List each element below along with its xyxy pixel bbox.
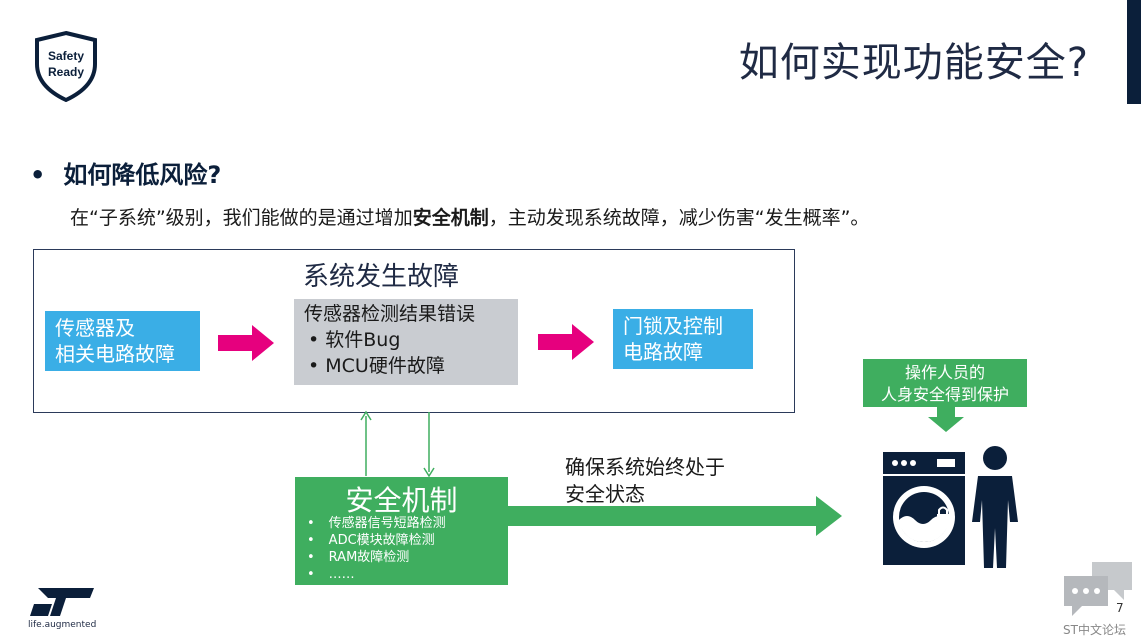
door-lock-fault-box: 门锁及控制 电路故障: [613, 309, 753, 369]
big-arrow-right-icon: [508, 496, 842, 536]
brand-tagline: life.augmented: [28, 620, 97, 630]
washing-machine-icon: [883, 452, 965, 565]
operator-safety-box: 操作人员的 人身安全得到保护: [863, 359, 1027, 407]
safety-mechanism-box: 安全机制 传感器信号短路检测 ADC模块故障检测 RAM故障检测 ……: [295, 477, 508, 585]
result-item: • MCU硬件故障: [308, 355, 445, 377]
door-box-line1: 门锁及控制: [623, 314, 723, 338]
accent-bar: [1127, 0, 1141, 104]
arrow-down-icon: [928, 407, 964, 432]
explanation-bold: 安全机制: [412, 207, 489, 229]
result-item: • 软件Bug: [308, 329, 401, 351]
sensor-result-error-box: 传感器检测结果错误 • 软件Bug • MCU硬件故障: [294, 299, 518, 385]
sensor-box-line1: 传感器及: [55, 316, 135, 340]
connector-arrows: [360, 410, 435, 478]
st-logo: [30, 588, 94, 616]
protect-line2: 人身安全得到保护: [880, 385, 1009, 404]
sensor-box-line2: 相关电路故障: [55, 342, 175, 366]
bullet-heading-text: 如何降低风险?: [63, 161, 222, 189]
arrow-right-icon: [218, 325, 274, 361]
explanation-line: 在“子系统”级别，我们能做的是通过增加安全机制，主动发现系统故障，减少伤害“发生…: [70, 203, 869, 230]
safety-mechanism-list: 传感器信号短路检测 ADC模块故障检测 RAM故障检测 ……: [307, 515, 446, 583]
door-box-line2: 电路故障: [623, 340, 703, 364]
safe-state-line1: 确保系统始终处于: [565, 455, 725, 479]
safety-item: 传感器信号短路检测: [307, 515, 446, 532]
explanation-post: ，主动发现系统故障，减少伤害“发生概率”。: [488, 207, 870, 229]
safety-ready-logo: Safety Ready: [33, 30, 99, 103]
safety-item: ……: [307, 566, 446, 583]
sensor-circuit-fault-box: 传感器及 相关电路故障: [45, 311, 200, 371]
safe-state-text: 确保系统始终处于 安全状态: [565, 454, 725, 508]
safe-state-line2: 安全状态: [565, 482, 645, 506]
person-icon: [972, 446, 1018, 568]
safety-item: RAM故障检测: [307, 549, 446, 566]
logo-text-2: Ready: [48, 65, 84, 79]
protect-line1: 操作人员的: [904, 363, 985, 382]
forum-label: ST中文论坛: [1063, 623, 1126, 637]
frame-title: 系统发生故障: [303, 262, 460, 292]
result-box-title: 传感器检测结果错误: [304, 303, 476, 325]
logo-text-1: Safety: [48, 49, 84, 63]
safety-mechanism-title: 安全机制: [345, 484, 458, 517]
bullet-heading: • 如何降低风险?: [30, 155, 221, 190]
explanation-pre: 在“子系统”级别，我们能做的是通过增加: [70, 207, 413, 229]
page-number: 7: [1116, 601, 1124, 615]
chat-bubbles-icon: [1064, 562, 1132, 616]
safety-item: ADC模块故障检测: [307, 532, 446, 549]
bullet-dot: •: [30, 161, 46, 189]
arrow-right-icon: [538, 324, 594, 360]
page-title: 如何实现功能安全?: [738, 40, 1089, 86]
